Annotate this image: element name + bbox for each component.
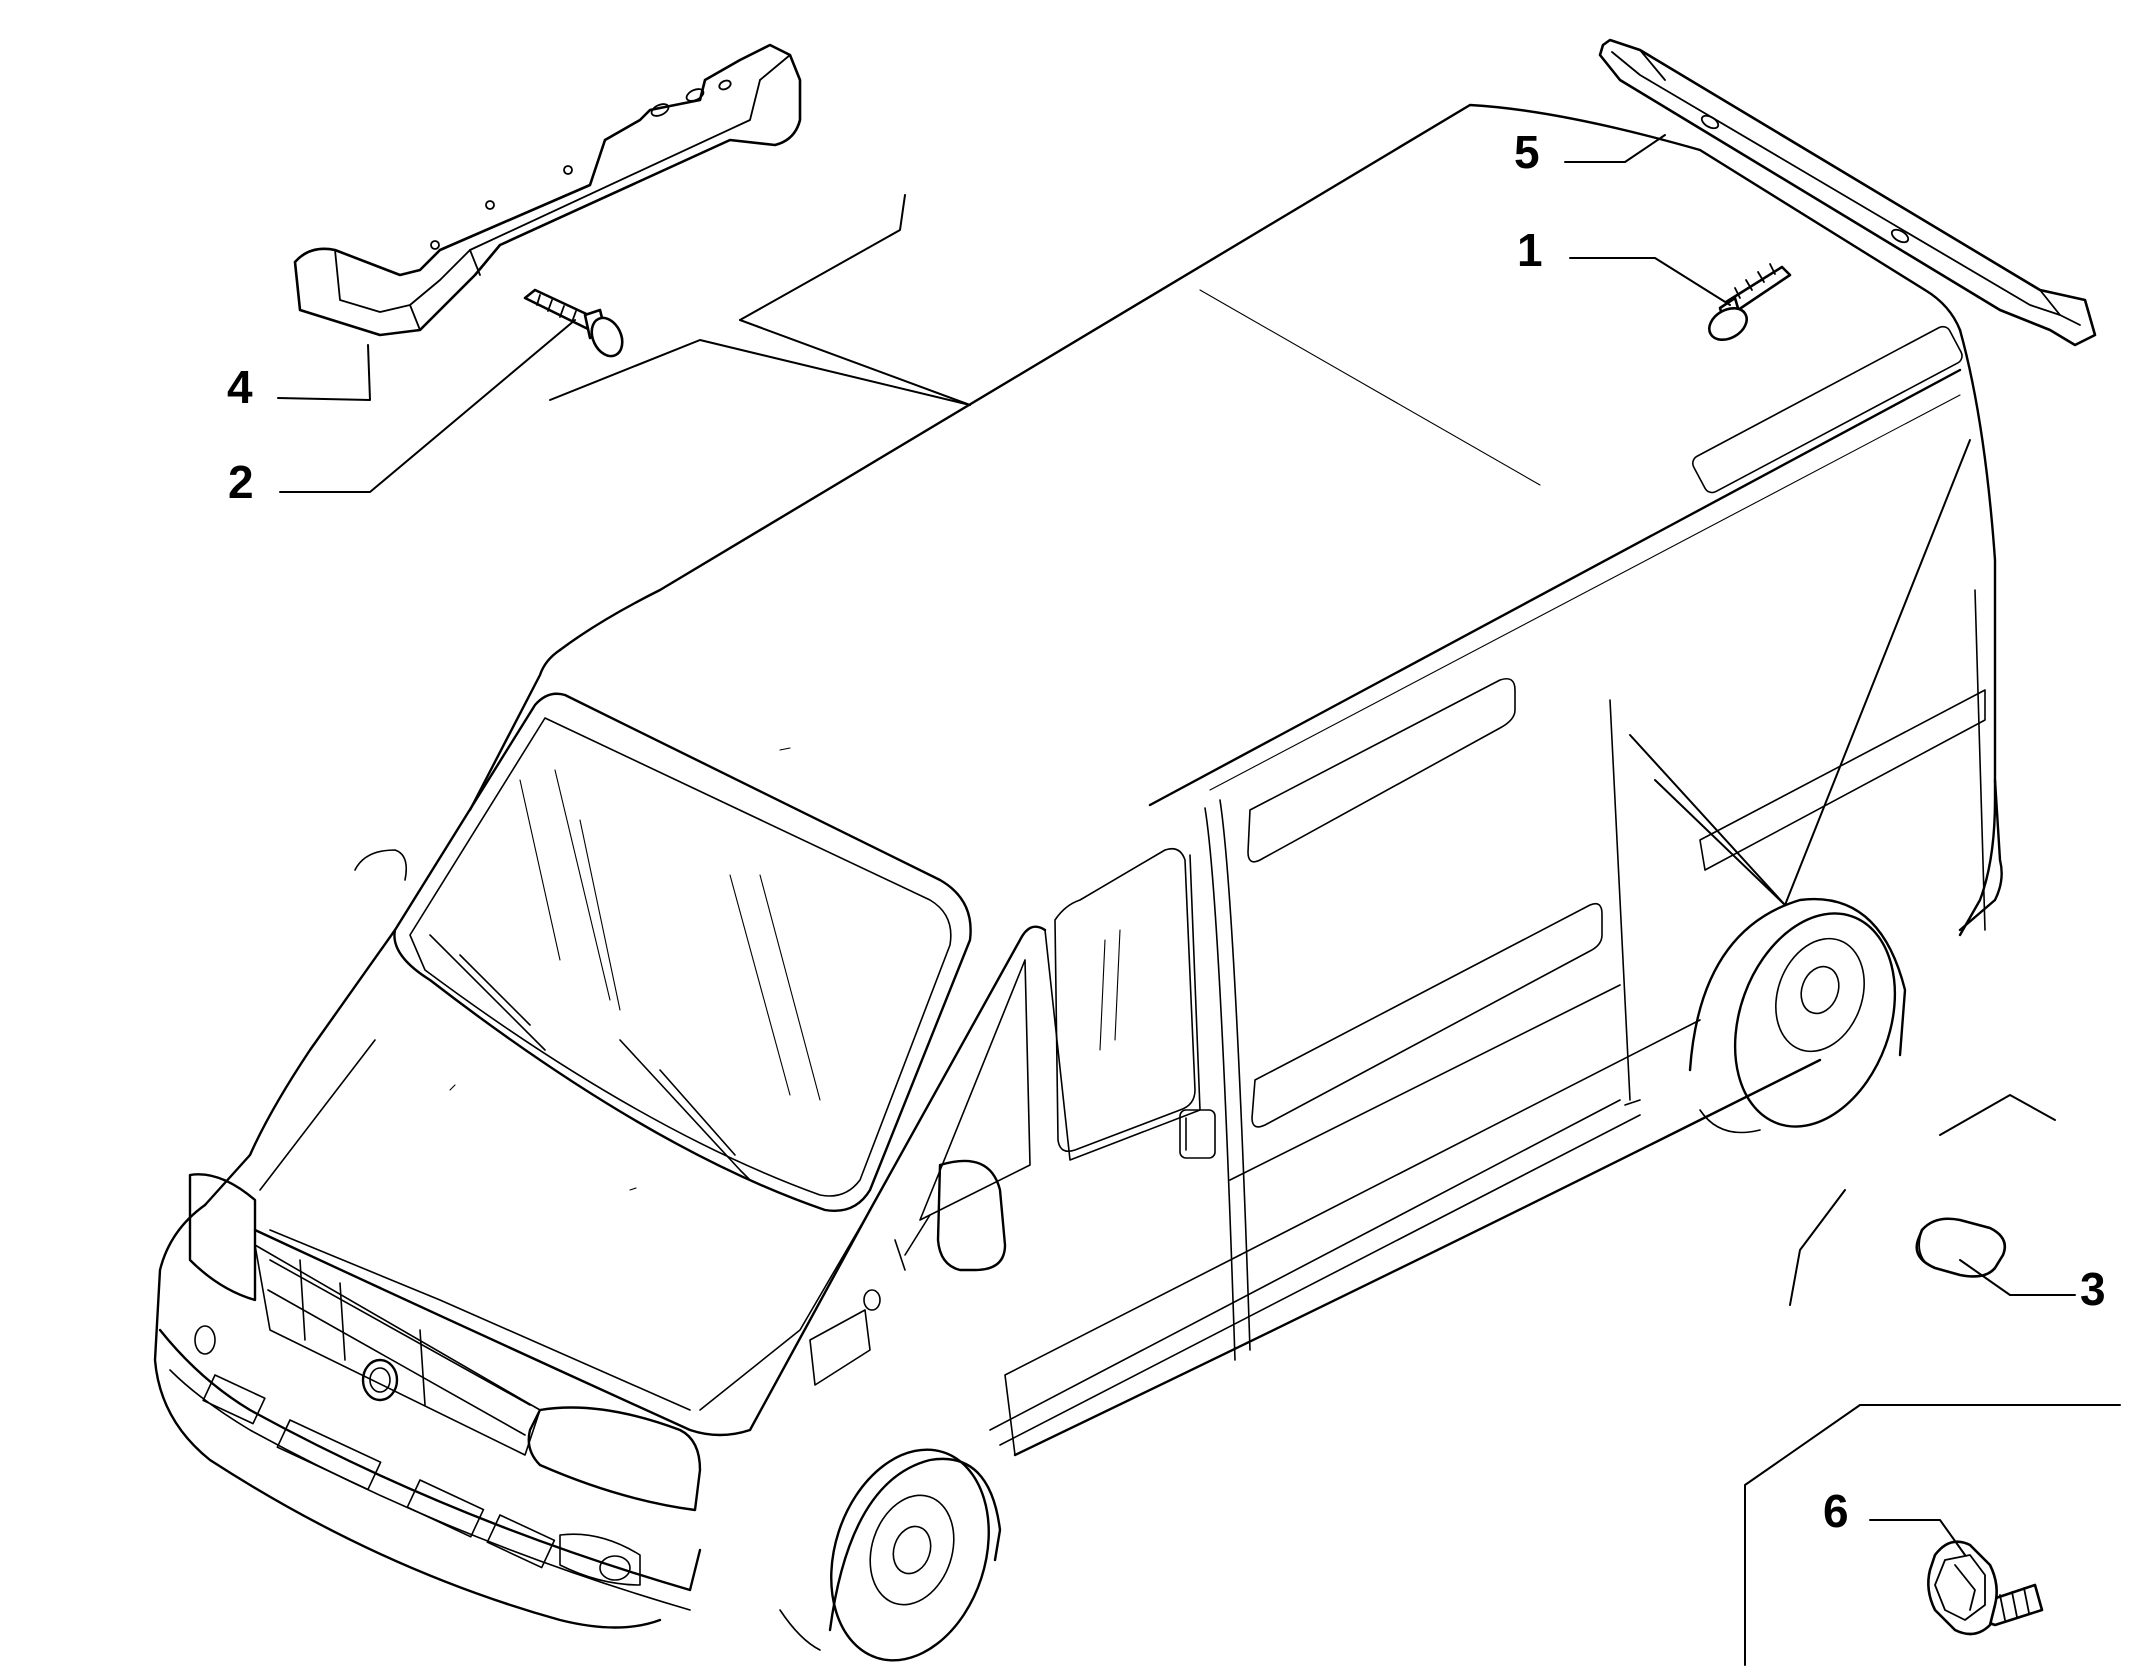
callout-2: 2 <box>228 456 254 508</box>
side-lower-edge <box>1013 1058 1822 1457</box>
windscreen-glare <box>519 779 561 961</box>
guide-left <box>549 339 971 406</box>
leader-4 <box>277 344 371 401</box>
hood-edge <box>203 928 397 1207</box>
door-handle <box>1179 1109 1216 1159</box>
quarter-window <box>919 959 1031 1221</box>
leader-3 <box>1959 1259 2076 1296</box>
part-3-grommet <box>1915 1217 2007 1278</box>
leader-5 <box>1564 134 1666 163</box>
windscreen <box>393 692 972 1212</box>
side-upper-edge <box>1148 368 1962 807</box>
hood-front <box>253 1208 872 1437</box>
van-illustration <box>153 103 2003 1662</box>
rear-edge <box>1958 328 1997 937</box>
callout-3: 3 <box>2080 1263 2106 1315</box>
side-window-rear <box>1692 325 1963 494</box>
wiper-right <box>619 1039 751 1181</box>
part-6-bolt <box>1927 1540 2044 1636</box>
front-wheel <box>830 1448 990 1662</box>
guide-lines <box>549 194 2121 1666</box>
callout-1: 1 <box>1517 224 1543 276</box>
side-indicator <box>863 1289 881 1311</box>
side-line-a <box>1209 394 1961 791</box>
front-outline <box>153 1203 662 1629</box>
hood-crease <box>269 1229 691 1411</box>
leader-1 <box>1569 257 1731 306</box>
part-1-screw <box>1708 263 1792 342</box>
fog-lamp-right <box>559 1533 641 1586</box>
callout-6: 6 <box>1823 1485 1849 1537</box>
badge <box>361 1358 399 1402</box>
inset-frame <box>1744 1404 2121 1666</box>
rear-wheel <box>1733 912 1897 1128</box>
sill-line-b <box>999 1114 1641 1446</box>
guide-right <box>1784 439 1971 906</box>
fog-lamp-left <box>194 1325 216 1355</box>
cab-roof-front <box>468 648 562 812</box>
rear-bumper <box>1958 778 2003 932</box>
front-bumper <box>158 1328 702 1592</box>
bumper-slot <box>202 1374 266 1425</box>
cab-door-window <box>1054 847 1196 1153</box>
side-mirror <box>936 1159 1007 1272</box>
grille-bars <box>269 1259 531 1406</box>
van-roof <box>558 103 1962 652</box>
sill-line <box>989 1099 1621 1431</box>
leader-lines <box>277 134 2076 1556</box>
rear-door-edge <box>1974 589 1986 931</box>
grille-outline <box>254 1244 541 1456</box>
roof-crease <box>1199 289 1541 486</box>
rear-hub <box>1775 937 1865 1053</box>
side-panel-lower <box>1251 902 1603 1128</box>
callout-labels: 1 2 3 4 5 6 <box>227 126 2106 1537</box>
fuel-flap <box>809 1309 871 1386</box>
wiper-left <box>429 934 546 1051</box>
sliding-door-rear <box>1609 699 1631 1101</box>
sliding-door-front <box>1204 807 1236 1361</box>
part-2-screw <box>523 288 624 358</box>
headlight-right <box>527 1406 702 1512</box>
part-5-rail <box>1598 38 2097 347</box>
leader-6 <box>1869 1519 1966 1556</box>
callout-4: 4 <box>227 361 253 413</box>
leader-2 <box>279 319 576 493</box>
side-window-mid <box>1247 677 1516 863</box>
rear-wheel-arch <box>1688 897 1907 1072</box>
a-pillar <box>868 925 1047 1212</box>
headlight-left <box>188 1173 257 1302</box>
side-panel-rear <box>1699 689 1986 871</box>
front-wheel-arch <box>828 1457 1002 1632</box>
front-hub <box>869 1494 955 1606</box>
part-4-bracket <box>293 43 802 337</box>
callout-5: 5 <box>1514 126 1540 178</box>
